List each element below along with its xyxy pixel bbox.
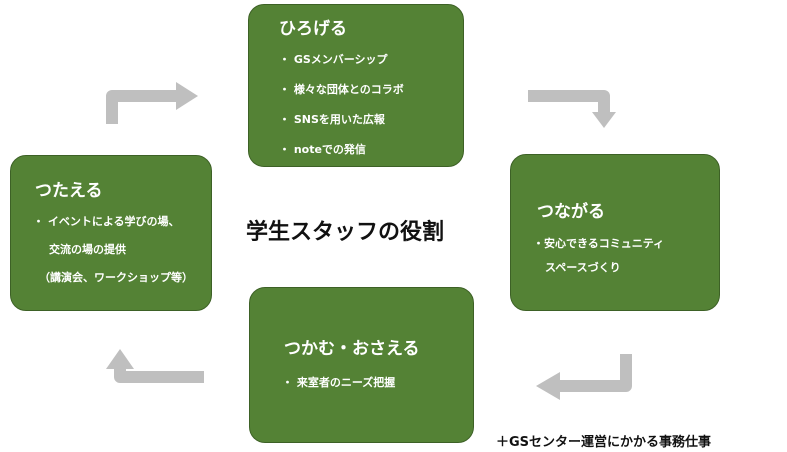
list-item: ・ noteでの発信: [279, 143, 366, 156]
box-title: つたえる: [35, 181, 103, 201]
arrow-top-left-icon: [106, 82, 198, 124]
list-item: 交流の場の提供: [49, 243, 126, 256]
list-item: ・ 来室者のニーズ把握: [282, 376, 396, 389]
box-title: ひろげる: [279, 19, 347, 39]
list-item: ・安心できるコミュニティ: [533, 237, 665, 250]
box-tsutaeru: つたえる ・ イベントによる学びの場、 交流の場の提供 （講演会、ワークショップ…: [10, 155, 212, 311]
list-item: ・ GSメンバーシップ: [279, 53, 388, 66]
list-item: ・ SNSを用いた広報: [279, 113, 385, 126]
box-title: つかむ・おさえる: [284, 339, 420, 359]
box-hirogeru: ひろげる ・ GSメンバーシップ ・ 様々な団体とのコラボ ・ SNSを用いた広…: [248, 4, 464, 167]
arrow-bottom-left-icon: [106, 349, 204, 383]
arrow-bottom-right-icon: [536, 354, 632, 400]
box-tsukamu-osaeru: つかむ・おさえる ・ 来室者のニーズ把握: [249, 287, 474, 443]
box-title: つながる: [537, 202, 605, 222]
list-item: （講演会、ワークショップ等）: [39, 271, 193, 284]
box-tsunagaru: つながる ・安心できるコミュニティ スペースづくり: [510, 154, 720, 311]
list-item: ・ 様々な団体とのコラボ: [279, 83, 404, 96]
footnote: ＋GSセンター運営にかかる事務仕事: [496, 435, 712, 450]
list-item: ・ イベントによる学びの場、: [33, 215, 180, 228]
list-item: スペースづくり: [545, 261, 621, 274]
arrow-top-right-icon: [528, 90, 616, 128]
center-title: 学生スタッフの役割: [246, 220, 445, 245]
